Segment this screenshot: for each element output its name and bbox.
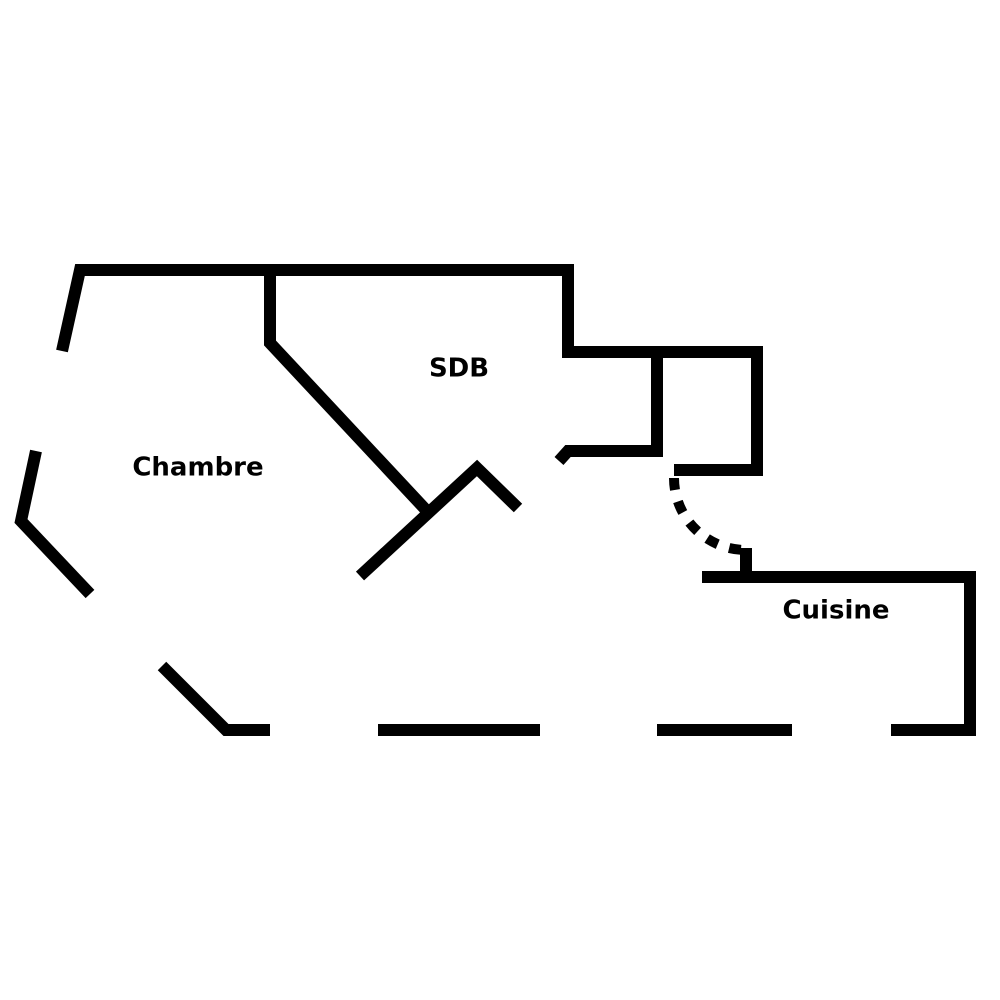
wall-left <box>14 449 95 599</box>
wall-cuisine <box>702 571 976 736</box>
wall-chambre-sdb <box>264 270 431 515</box>
wall-top-outer <box>56 264 763 476</box>
wall-sdb-inner <box>554 352 663 466</box>
wall-bottom-left <box>157 661 270 736</box>
room-label-chambre: Chambre <box>132 453 263 483</box>
room-label-sdb: SDB <box>429 354 489 384</box>
walls <box>14 264 976 736</box>
wall-zigzag <box>355 459 523 581</box>
room-label-cuisine: Cuisine <box>782 596 889 626</box>
door-swing-arc <box>669 477 747 555</box>
